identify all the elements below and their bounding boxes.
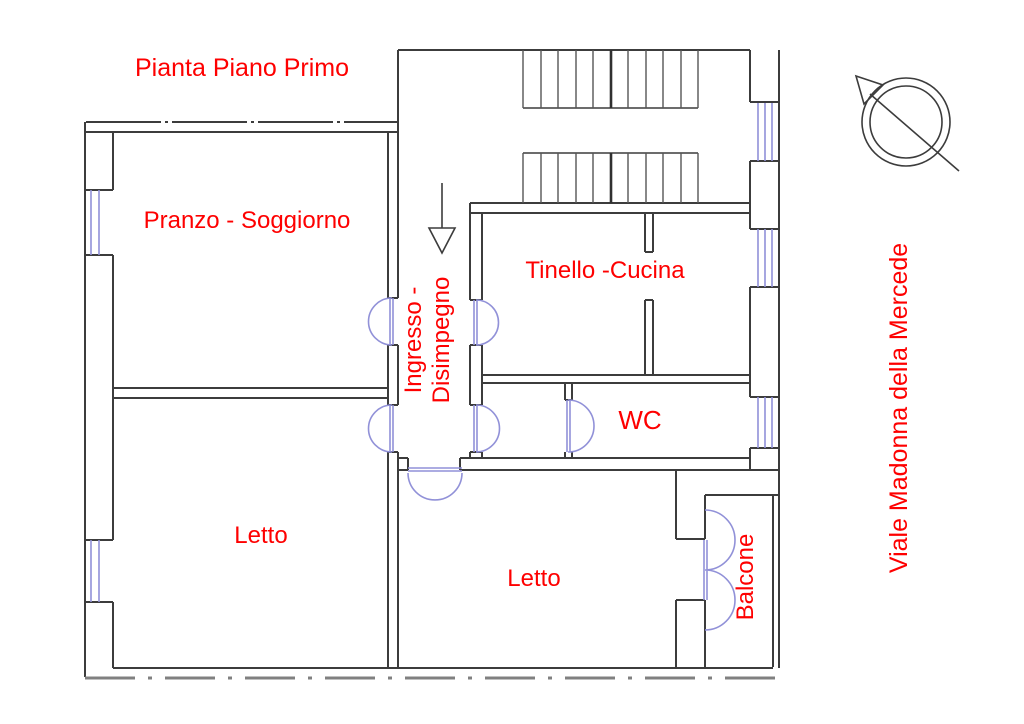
window-wc [757,397,773,448]
door-letto-right [407,467,463,501]
staircase [522,50,699,203]
window-letto-left [90,540,100,602]
street-name-label: Viale Madonna della Mercede [885,243,913,573]
room-label-ingresso: Ingresso - [400,287,427,394]
north-compass-icon [854,74,960,172]
french-door-balcone [703,509,736,631]
window-tinello [757,229,773,287]
room-label-disimpegno: Disimpegno [428,277,455,404]
down-arrow-icon [427,183,457,255]
room-label-letto-left: Letto [234,522,287,549]
window-stairwell [757,103,773,161]
labels: Pianta Piano Primo Pranzo - Soggiorno Ti… [135,54,913,620]
room-label-letto-right: Letto [507,565,560,592]
room-label-wc: WC [618,405,661,435]
door-pranzo [367,297,394,346]
door-letto-left [367,404,394,453]
room-label-balcone: Balcone [732,534,759,621]
door-tinello [473,299,500,346]
room-label-tinello-cucina: Tinello -Cucina [525,257,685,284]
room-label-pranzo-soggiorno: Pranzo - Soggiorno [144,207,351,234]
window-pranzo [90,190,100,255]
door-wc [566,399,595,453]
windows [90,103,773,602]
doors [367,297,736,631]
balcony-outline [705,494,779,667]
plan-title: Pianta Piano Primo [135,54,349,82]
door-wc-vestibule [473,404,501,453]
